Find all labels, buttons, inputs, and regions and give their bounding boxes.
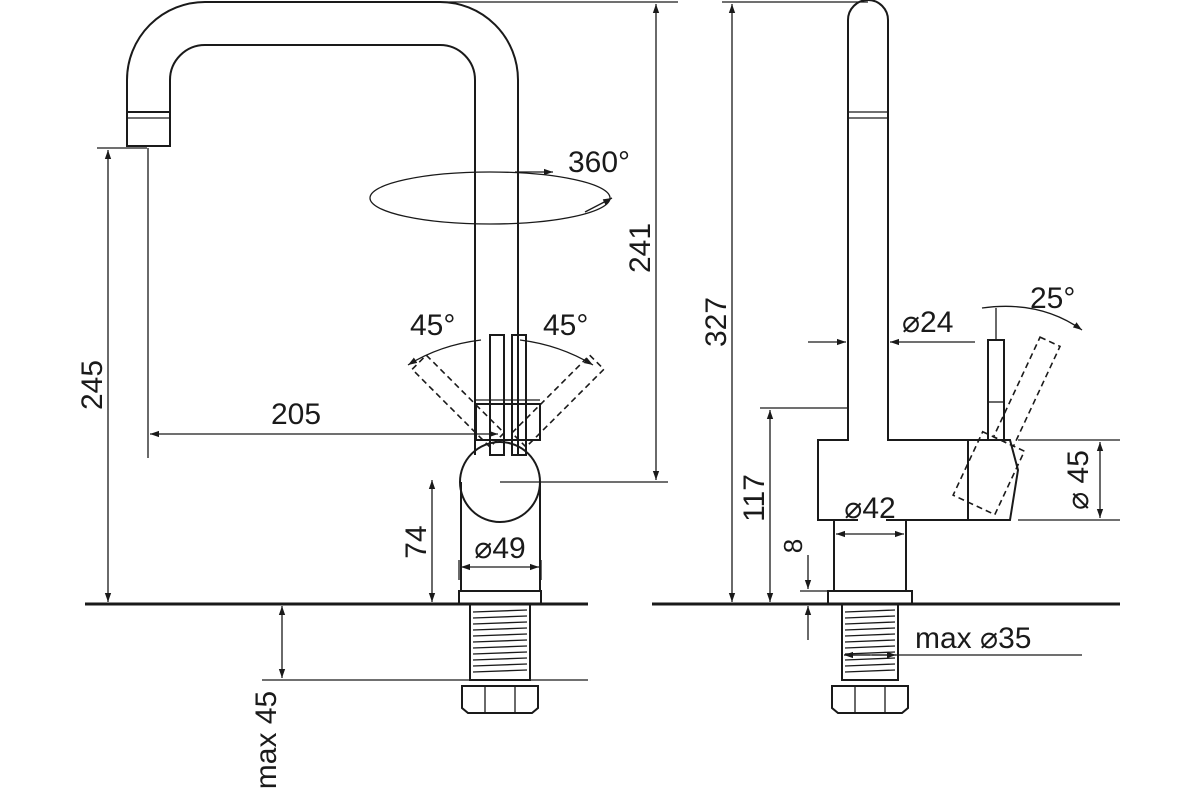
rotation-ellipse [369, 171, 611, 225]
dim-245-label: 245 [76, 360, 109, 410]
front-lever-stem-left [489, 334, 505, 456]
rotation-label: 360° [568, 146, 630, 179]
side-base-ring [827, 590, 913, 605]
side-body [817, 408, 968, 591]
front-aerator [126, 111, 171, 147]
side-handle-body [967, 439, 1020, 521]
side-shank-thread [844, 609, 896, 673]
front-lever-right-position [510, 354, 605, 449]
side-angle-label: 25° [1030, 282, 1075, 315]
front-lever-stem-right [511, 334, 527, 456]
side-shank [841, 603, 899, 681]
angle-left-label: 45° [410, 309, 455, 342]
side-angle-arc [981, 305, 1083, 331]
dim-241-label: 241 [624, 223, 657, 273]
dim-24-label: ⌀24 [902, 306, 953, 339]
side-nut [831, 685, 909, 714]
side-lever-tilted [952, 336, 1062, 516]
side-view: 25° 327 ⌀24 117 [652, 0, 1120, 714]
dim-8-label: 8 [778, 539, 808, 553]
dim-205-label: 205 [271, 398, 321, 431]
front-lever-collar [475, 403, 541, 441]
side-lever-stem [987, 339, 1005, 441]
dim-117-label: 117 [738, 474, 771, 522]
dim-49-label: ⌀49 [474, 532, 525, 565]
dim-h45-label: ⌀ 45 [1062, 450, 1095, 510]
side-spout-tube [847, 0, 889, 408]
front-spout-outer [126, 1, 519, 455]
front-lever-left-position [411, 354, 506, 449]
front-view: 360° 45° 45° [76, 1, 678, 789]
angle-arc-right [519, 339, 594, 366]
rotation-arrow-2 [584, 197, 613, 213]
dim-35-label: max ⌀35 [915, 622, 1031, 655]
front-base-ring [458, 590, 542, 605]
dim-327-label: 327 [700, 297, 733, 347]
angle-right-label: 45° [543, 309, 588, 342]
dim-42-label: ⌀42 [844, 492, 895, 525]
dim-max45-label: max 45 [250, 691, 283, 789]
front-nut [461, 685, 539, 714]
dim-74-label: 74 [400, 525, 433, 558]
front-spout-inner [169, 44, 476, 455]
angle-arc-left [407, 339, 482, 366]
front-shank-thread [472, 609, 528, 673]
